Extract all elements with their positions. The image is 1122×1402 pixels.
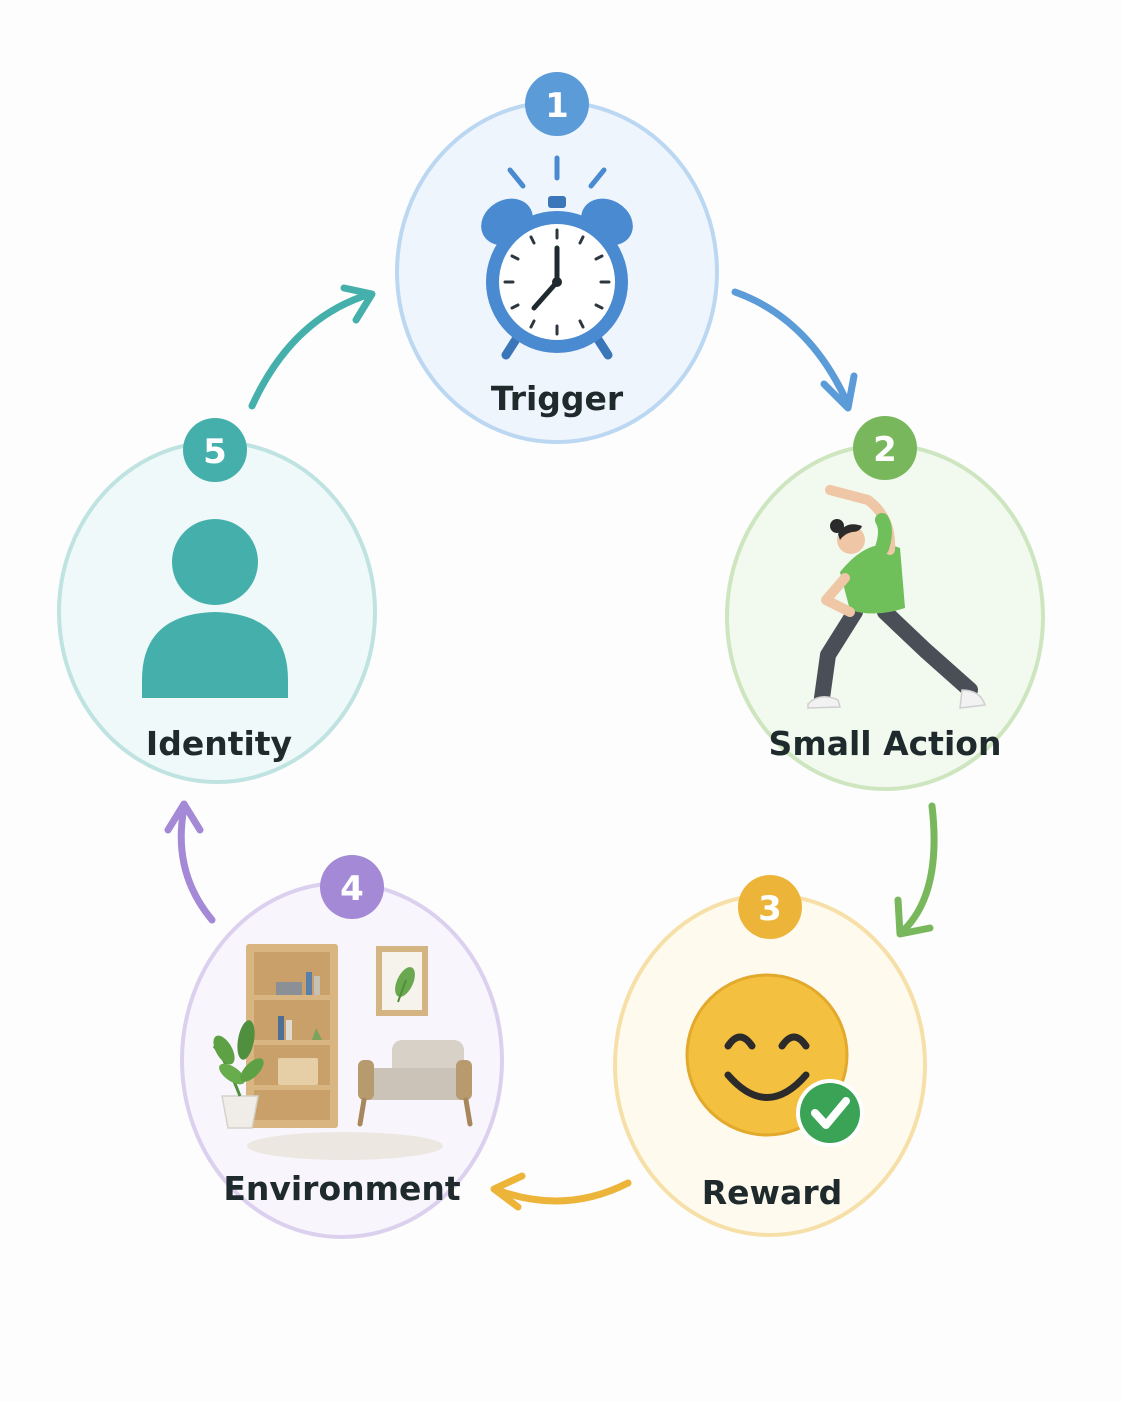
arrow-action-to-reward — [894, 802, 938, 938]
step-number: 2 — [873, 430, 897, 470]
node-label: Trigger — [491, 379, 624, 418]
living-room-icon — [212, 944, 473, 1160]
arrow-identity-to-trigger — [248, 284, 376, 410]
smiling-face-check-icon — [685, 973, 864, 1147]
arrow-environment-to-identity — [164, 800, 216, 924]
node-identity: Identity 5 — [57, 418, 377, 784]
arrow-reward-to-environment — [490, 1172, 632, 1211]
step-badge: 3 — [738, 875, 802, 939]
step-badge: 4 — [320, 855, 384, 919]
stretching-person-icon — [807, 485, 987, 709]
alarm-clock-icon — [481, 155, 633, 360]
node-label: Small Action — [769, 724, 1002, 763]
step-number: 3 — [758, 889, 782, 929]
node-reward: Reward 3 — [613, 875, 927, 1237]
node-environment: Environment 4 — [180, 855, 504, 1239]
step-number: 4 — [340, 869, 364, 909]
node-label: Environment — [223, 1169, 461, 1208]
node-label: Reward — [702, 1173, 842, 1212]
person-silhouette-icon — [142, 519, 288, 698]
node-trigger: Trigger 1 — [395, 72, 719, 444]
step-badge: 1 — [525, 72, 589, 136]
step-badge: 5 — [183, 418, 247, 482]
node-label: Identity — [146, 724, 292, 763]
arrow-trigger-to-action — [731, 288, 858, 412]
step-badge: 2 — [853, 416, 917, 480]
step-number: 1 — [545, 86, 569, 126]
step-number: 5 — [203, 432, 227, 472]
node-small-action: Small Action 2 — [725, 416, 1045, 791]
